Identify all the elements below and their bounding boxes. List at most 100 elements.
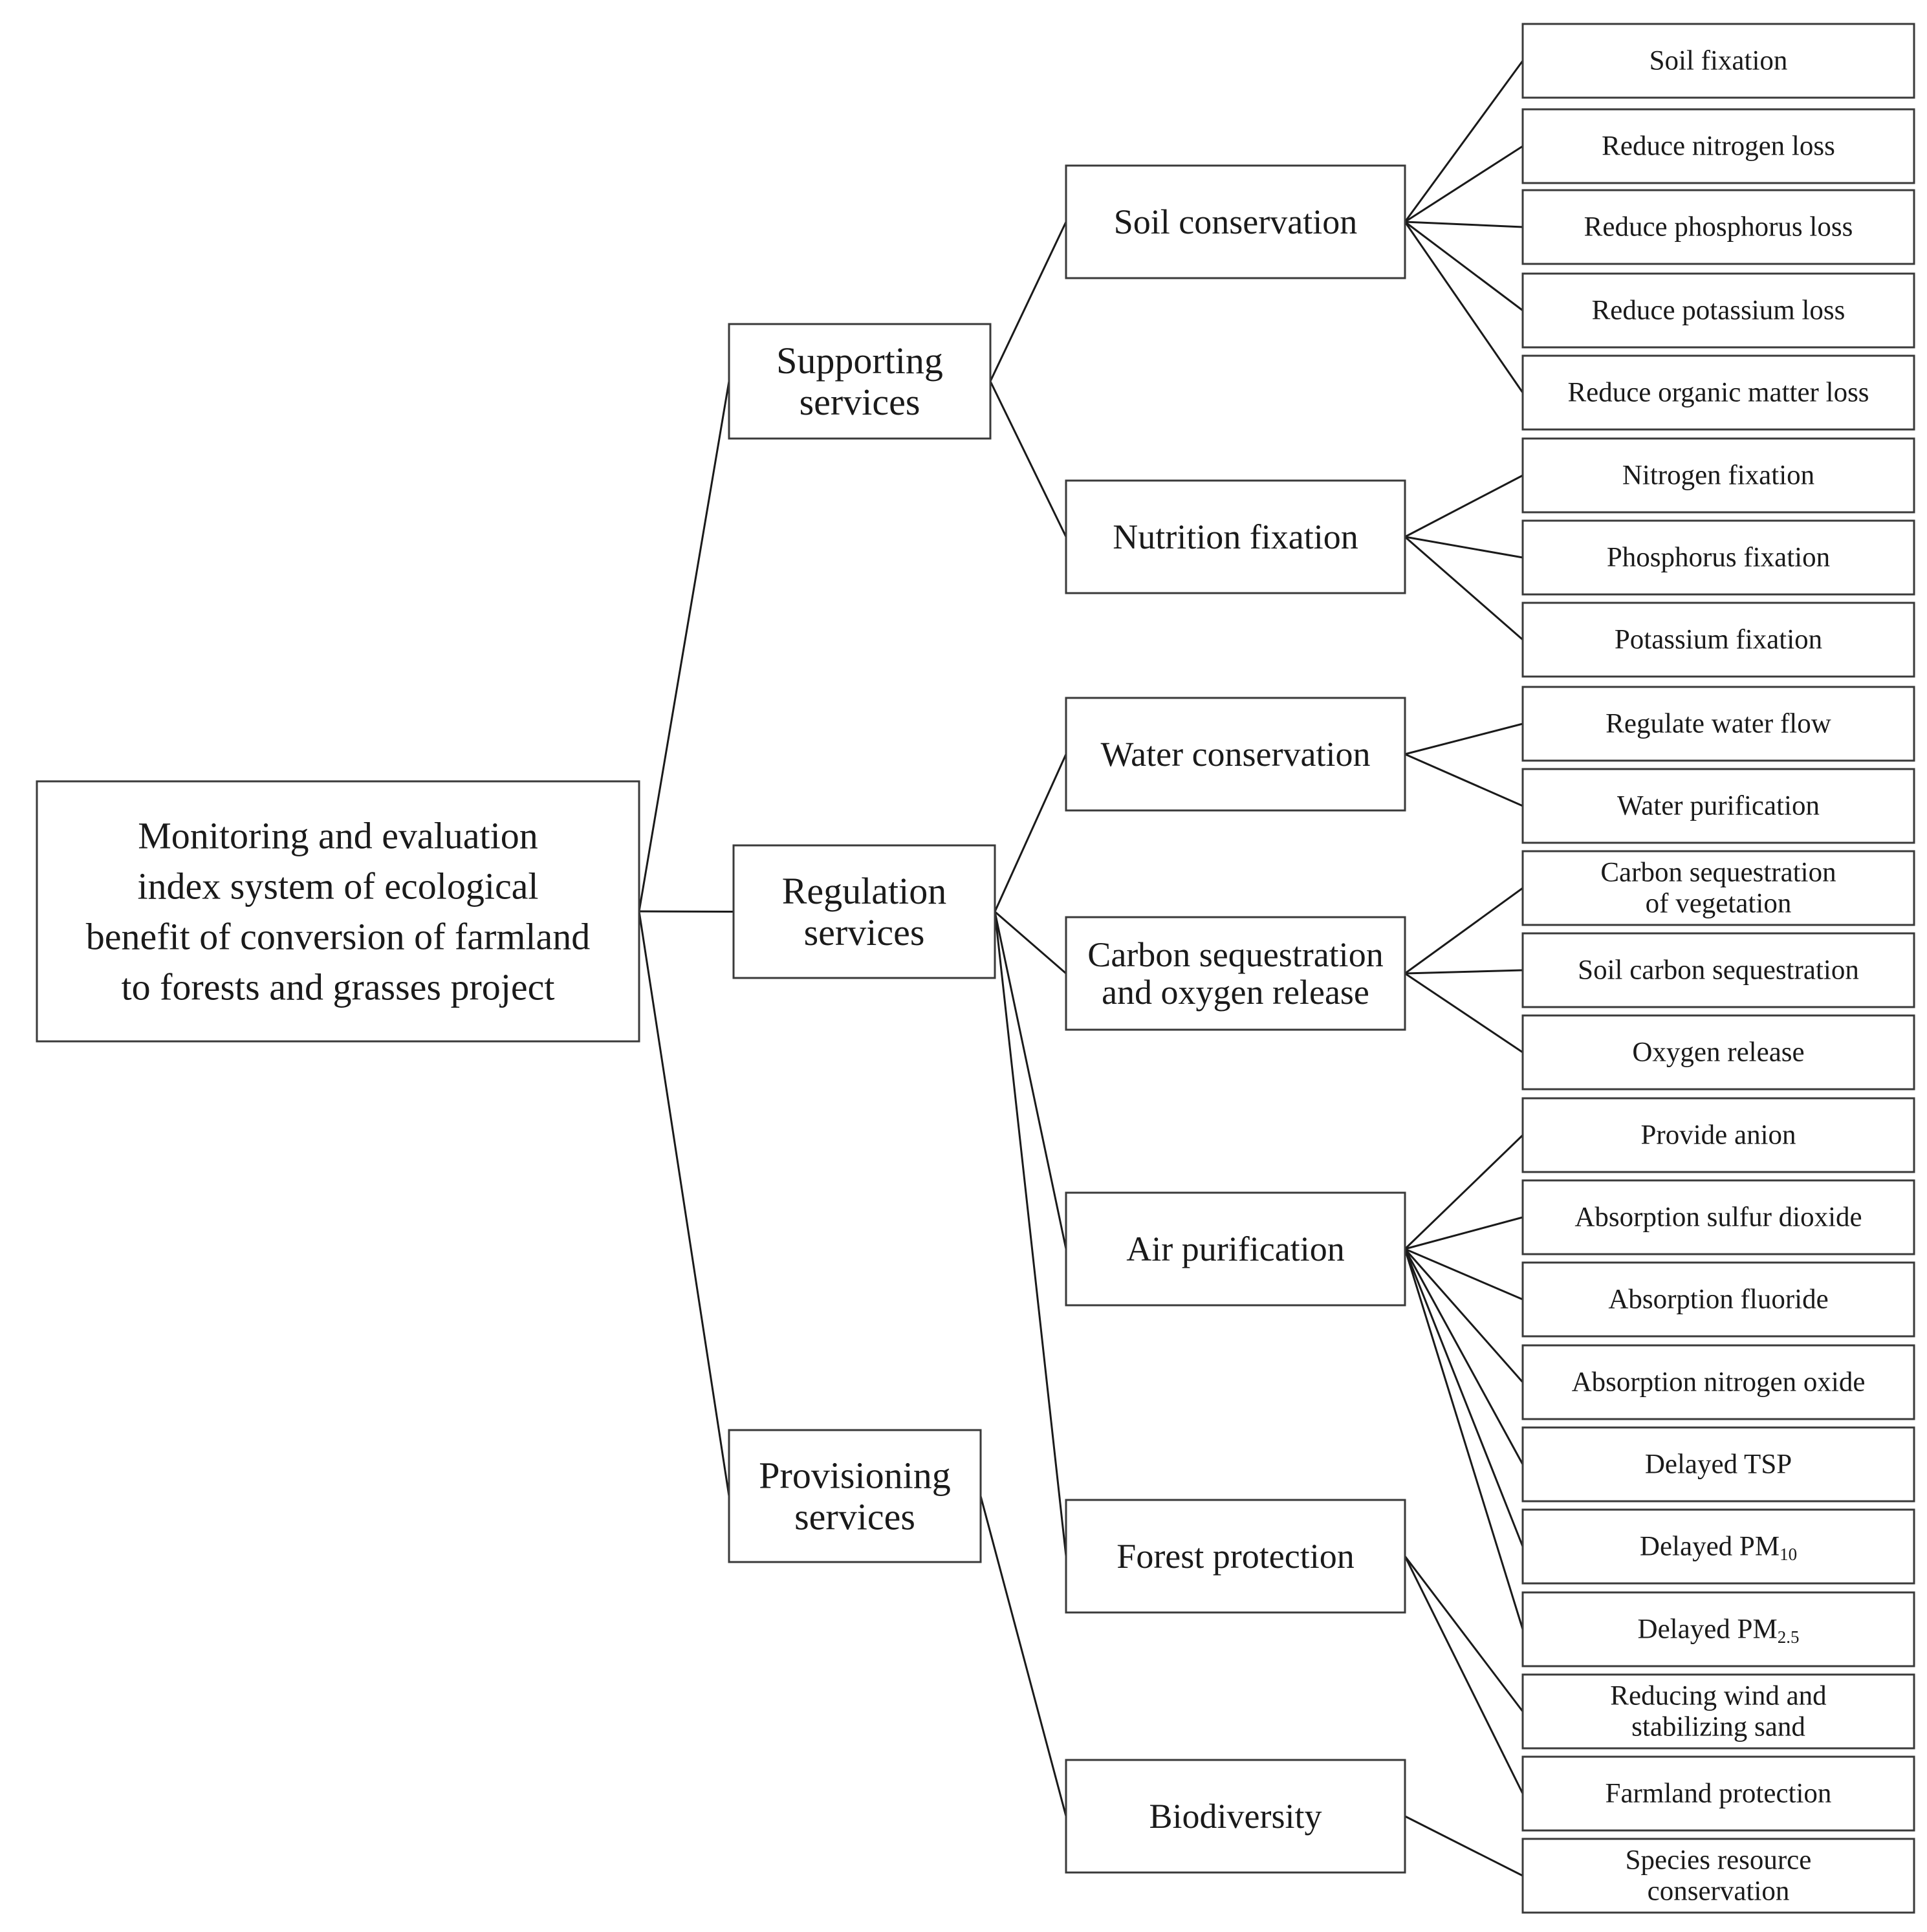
node-label: Absorption fluoride: [1608, 1285, 1828, 1315]
node-box: [36, 780, 640, 1043]
node-box: [1065, 697, 1406, 812]
node-water-purification: Water purification: [1521, 768, 1915, 844]
node-label: Reducing wind and: [1610, 1681, 1826, 1711]
node-label: Reduce organic matter loss: [1567, 378, 1869, 408]
node-label: benefit of conversion of farmland: [86, 916, 591, 958]
node-box: [1065, 1499, 1406, 1614]
connector-line: [1404, 1248, 1524, 1383]
node-regulate-water-flow: Regulate water flow: [1521, 686, 1915, 762]
connector-line: [1404, 1556, 1524, 1712]
connector-line: [1404, 221, 1523, 228]
node-box: [1065, 479, 1406, 594]
connector-line: [1404, 1134, 1524, 1250]
node-label: Reduce nitrogen loss: [1602, 131, 1835, 162]
node-label: Regulation: [782, 870, 947, 912]
node-nutrition-fixation: Nutrition fixation: [1065, 479, 1406, 594]
node-box: [728, 323, 992, 440]
connector-line: [979, 1495, 1067, 1817]
connector-line: [1404, 972, 1523, 1054]
node-box: [1521, 686, 1915, 762]
diagram-nodes: Monitoring and evaluation index system of…: [36, 23, 1915, 1914]
connector-line: [638, 910, 734, 913]
node-label: services: [794, 1496, 915, 1538]
node-label: Forest protection: [1116, 1537, 1354, 1576]
connector-line: [1404, 1216, 1523, 1250]
node-label: of vegetation: [1646, 889, 1792, 919]
node-box: [1521, 1838, 1915, 1914]
node-reduce-organic-matter-loss: Reduce organic matter loss: [1521, 354, 1915, 431]
node-biodiversity: Biodiversity: [1065, 1759, 1406, 1874]
node-box: [1521, 1673, 1915, 1750]
node-box: [728, 1429, 982, 1563]
connector-lines: [638, 60, 1524, 1877]
connector-line: [994, 911, 1067, 975]
node-absorption-nitrogen-oxide: Absorption nitrogen oxide: [1521, 1344, 1915, 1420]
node-box: [1521, 602, 1915, 678]
node-box: [1521, 189, 1915, 265]
connector-line: [1404, 1248, 1524, 1547]
node-box: [1521, 272, 1915, 349]
node-label: Provide anion: [1640, 1120, 1796, 1151]
node-box: [1065, 916, 1406, 1031]
node-water-conservation: Water conservation: [1065, 697, 1406, 812]
node-label: to forests and grasses project: [121, 966, 554, 1008]
node-label: Carbon sequestration: [1600, 858, 1836, 888]
node-box: [1065, 1191, 1406, 1307]
connector-line: [1404, 145, 1523, 223]
node-label: Farmland protection: [1606, 1779, 1832, 1809]
node-box: [1521, 1426, 1915, 1503]
connector-line: [989, 380, 1067, 537]
node-label: conservation: [1648, 1876, 1790, 1907]
node-label: Delayed PM10: [1640, 1532, 1797, 1565]
node-nitrogen-fixation: Nitrogen fixation: [1521, 437, 1915, 514]
node-box: [1521, 519, 1915, 596]
node-label: stabilizing sand: [1631, 1712, 1805, 1742]
connector-line: [1404, 887, 1523, 975]
node-reduce-nitrogen-loss: Reduce nitrogen loss: [1521, 108, 1915, 184]
node-oxygen-release: Oxygen release: [1521, 1014, 1915, 1091]
subscript: 10: [1780, 1545, 1797, 1564]
node-box: [1521, 108, 1915, 184]
node-label: Oxygen release: [1632, 1037, 1804, 1068]
node-label: Nitrogen fixation: [1622, 461, 1814, 491]
node-reduce-phosphorus-loss: Reduce phosphorus loss: [1521, 189, 1915, 265]
node-label: services: [800, 381, 920, 423]
node-label: Monitoring and evaluation: [138, 815, 538, 857]
connector-line: [1404, 1248, 1524, 1465]
connector-line: [994, 911, 1067, 1250]
node-label: Delayed PM2.5: [1638, 1614, 1800, 1647]
connector-line: [1404, 1556, 1524, 1794]
node-delayed-tsp: Delayed TSP: [1521, 1426, 1915, 1503]
node-label: Species resource: [1626, 1845, 1812, 1876]
node-label: Reduce potassium loss: [1592, 296, 1845, 326]
node-label: Soil carbon sequestration: [1578, 955, 1859, 986]
node-farmland-protection: Farmland protection: [1521, 1755, 1915, 1832]
node-box: [1521, 768, 1915, 844]
node-label: Carbon sequestration: [1087, 935, 1383, 974]
connector-line: [638, 911, 730, 1497]
node-box: [1521, 23, 1915, 99]
connector-line: [1404, 474, 1523, 538]
node-label: index system of ecological: [137, 865, 538, 907]
connector-line: [1404, 536, 1523, 559]
node-label: Soil conservation: [1114, 202, 1357, 241]
node-label: Supporting: [776, 340, 943, 382]
node-soil-fixation: Soil fixation: [1521, 23, 1915, 99]
connector-line: [1404, 722, 1523, 755]
node-box: [1065, 164, 1406, 279]
node-label: Delayed TSP: [1645, 1449, 1792, 1480]
node-label: Nutrition fixation: [1113, 517, 1358, 556]
node-provide-anion: Provide anion: [1521, 1097, 1915, 1173]
node-box: [1521, 1014, 1915, 1091]
connector-line: [1404, 1815, 1523, 1877]
connector-line: [638, 381, 730, 912]
connector-line: [1404, 753, 1523, 807]
node-label: Absorption sulfur dioxide: [1574, 1202, 1862, 1233]
node-box: [1521, 1179, 1915, 1255]
connector-line: [989, 221, 1067, 382]
node-forest-protection: Forest protection: [1065, 1499, 1406, 1614]
node-phosphorus-fixation: Phosphorus fixation: [1521, 519, 1915, 596]
